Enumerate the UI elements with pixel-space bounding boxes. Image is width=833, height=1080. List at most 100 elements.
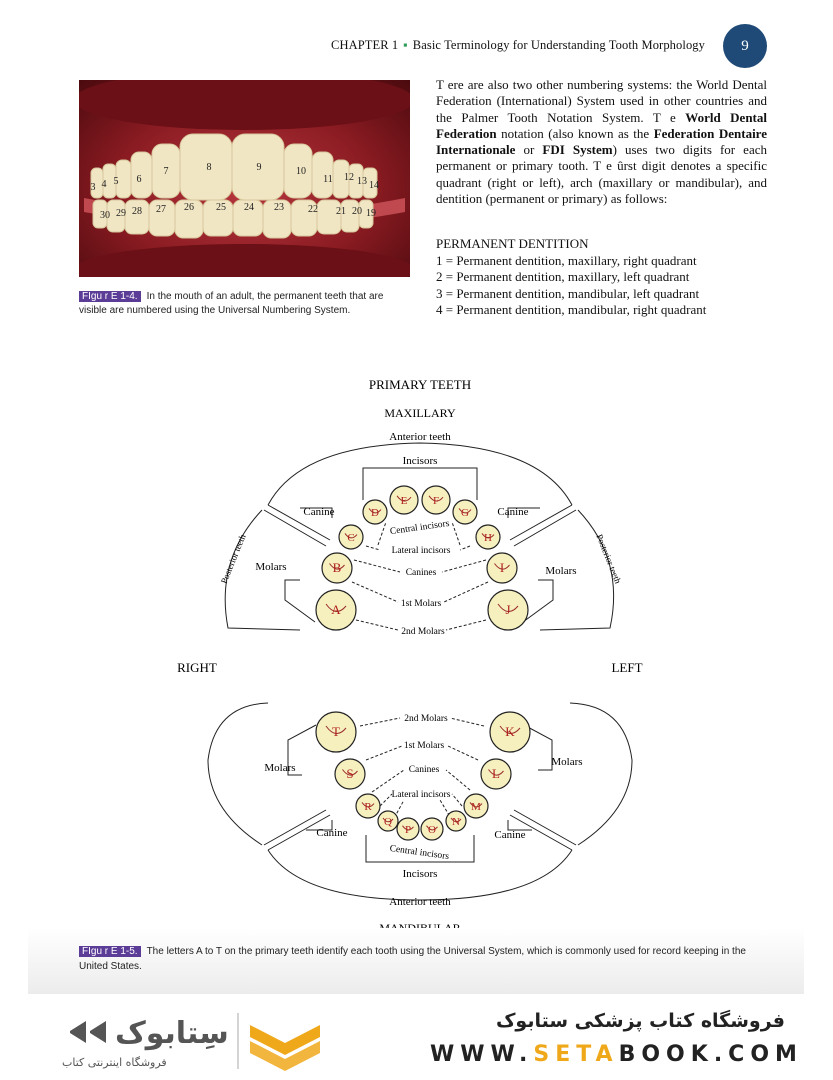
paragraph-part: ) uses two digits for each permanent or … bbox=[436, 142, 767, 207]
tooth-l: L bbox=[480, 758, 512, 790]
incisors-label-bottom: Incisors bbox=[403, 868, 438, 880]
anterior-teeth-label-top: Anterior teeth bbox=[389, 431, 451, 443]
tooth-number-lower: 19 bbox=[366, 208, 376, 219]
chapter-label: CHAPTER 1 bbox=[331, 38, 399, 52]
second-molars-label-top: 2nd Molars bbox=[401, 627, 445, 637]
tooth-number-lower: 20 bbox=[352, 206, 362, 217]
fdi-paragraph: T ere are also two other numbering syste… bbox=[436, 77, 767, 207]
tooth-number-lower: 29 bbox=[116, 208, 126, 219]
tooth-j: J bbox=[487, 589, 529, 631]
tooth-letter: L bbox=[492, 766, 500, 781]
tooth-c: C bbox=[338, 524, 364, 550]
molars-label-bottom-left: Molars bbox=[551, 756, 582, 768]
list-item: 2 = Permanent dentition, maxillary, left… bbox=[436, 269, 690, 284]
central-incisors-label-top: Central incisors bbox=[389, 519, 450, 537]
tooth-t: T bbox=[315, 711, 357, 753]
figure-1-4-caption: FIgu r E 1-4.In the mouth of an adult, t… bbox=[79, 290, 409, 318]
tooth-number-lower: 25 bbox=[216, 202, 226, 213]
tooth-o: O bbox=[420, 817, 444, 841]
primary-teeth-svg: PRIMARY TEETH MAXILLARY RIGHT LEFT MANDI… bbox=[177, 377, 642, 935]
tooth-number-upper: 14 bbox=[369, 180, 379, 191]
lateral-incisors-label-top: Lateral incisors bbox=[392, 546, 451, 556]
posterior-teeth-label-top-right: Posterior teeth bbox=[219, 532, 248, 585]
second-molars-label-bottom: 2nd Molars bbox=[404, 714, 448, 724]
tooth-number-upper: 11 bbox=[323, 174, 333, 185]
primary-teeth-diagram: PRIMARY TEETH MAXILLARY RIGHT LEFT MANDI… bbox=[0, 360, 833, 940]
tooth-number-upper: 3 bbox=[91, 182, 96, 193]
molars-label-bottom-right: Molars bbox=[264, 762, 295, 774]
tooth-number-upper: 7 bbox=[164, 166, 169, 177]
tooth-m: M bbox=[463, 793, 489, 819]
paragraph-part: T ere are also two other numbering syste… bbox=[436, 77, 767, 125]
lateral-incisors-label-bottom: Lateral incisors bbox=[392, 790, 451, 800]
term-federation-dentaire: Federation Dentaire Internationale bbox=[436, 125, 767, 158]
figure-1-5-label: FIgu r E 1-5. bbox=[79, 946, 141, 957]
figure-1-5-caption: FIgu r E 1-5.The letters A to T on the p… bbox=[79, 944, 759, 974]
tooth-letter: N bbox=[452, 816, 460, 828]
list-item: 4 = Permanent dentition, mandibular, rig… bbox=[436, 302, 707, 317]
tooth-a: A bbox=[315, 589, 357, 631]
store-banner: سِتابوک فروشگاه اینترنتی کتاب bbox=[0, 995, 833, 1080]
tooth-p: P bbox=[396, 817, 420, 841]
tooth-number-upper: 10 bbox=[296, 166, 306, 177]
tooth-number-upper: 9 bbox=[257, 162, 262, 173]
tooth-letter: F bbox=[433, 495, 439, 507]
left-label: LEFT bbox=[611, 660, 642, 675]
paragraph-part: or bbox=[515, 142, 543, 158]
tooth-number-upper: 5 bbox=[114, 176, 119, 187]
incisors-label-top: Incisors bbox=[403, 455, 438, 467]
posterior-teeth-label-top-left: Posterior teeth bbox=[594, 533, 623, 586]
page-header: CHAPTER 1▪Basic Terminology for Understa… bbox=[0, 24, 833, 76]
permanent-dentition-list: PERMANENT DENTITION 1 = Permanent dentit… bbox=[436, 236, 776, 319]
tooth-letter: M bbox=[471, 801, 481, 813]
paragraph-part: notation (also known as the bbox=[496, 125, 654, 141]
url-part: WWW. bbox=[430, 1042, 534, 1067]
figure-1-5-text: The letters A to T on the primary teeth … bbox=[79, 946, 746, 972]
tooth-letter: Q bbox=[384, 816, 392, 828]
chapter-title: Basic Terminology for Understanding Toot… bbox=[412, 38, 705, 52]
tooth-f: F bbox=[421, 485, 451, 515]
logo-tagline: فروشگاه اینترنتی کتاب bbox=[62, 1056, 167, 1069]
canine-label-top-left: Canine bbox=[497, 506, 528, 518]
url-part: BOOK bbox=[618, 1042, 714, 1067]
tooth-number-lower: 21 bbox=[336, 206, 346, 217]
tooth-letter: I bbox=[500, 560, 504, 575]
tooth-letter: K bbox=[505, 724, 515, 739]
url-part: .COM bbox=[713, 1042, 803, 1067]
list-item: 1 = Permanent dentition, maxillary, righ… bbox=[436, 252, 697, 268]
tooth-number-upper: 4 bbox=[102, 179, 107, 190]
tooth-number-lower: 30 bbox=[100, 210, 110, 221]
canine-label-bottom-right: Canine bbox=[316, 827, 347, 839]
tooth-g: G bbox=[452, 499, 478, 525]
tooth-number-upper: 13 bbox=[357, 176, 367, 187]
anterior-teeth-label-bottom: Anterior teeth bbox=[389, 896, 451, 908]
tooth-letter: D bbox=[371, 507, 379, 519]
list-item: 3 = Permanent dentition, mandibular, lef… bbox=[436, 285, 700, 301]
canine-label-bottom-left: Canine bbox=[494, 829, 525, 841]
canine-label-top-right: Canine bbox=[303, 506, 334, 518]
tooth-letter: A bbox=[331, 602, 341, 617]
tooth-number-lower: 22 bbox=[308, 204, 318, 215]
tooth-e: E bbox=[389, 485, 419, 515]
term-world-dental-federation: World Dental Federation bbox=[436, 109, 767, 141]
url-highlight: SETA bbox=[533, 1042, 619, 1067]
tooth-d: D bbox=[362, 499, 388, 525]
right-label: RIGHT bbox=[177, 660, 217, 675]
tooth-b: B bbox=[321, 552, 353, 584]
first-molars-label-top: 1st Molars bbox=[401, 599, 442, 609]
maxillary-label: MAXILLARY bbox=[384, 406, 456, 420]
tooth-letter: P bbox=[405, 824, 411, 836]
tooth-letter: G bbox=[461, 507, 469, 519]
tooth-number-lower: 24 bbox=[244, 202, 254, 213]
store-url: WWW.SETABOOK.COM bbox=[430, 1042, 803, 1067]
tooth-letter: R bbox=[364, 801, 372, 813]
central-incisors-label-bottom: Central incisors bbox=[389, 844, 450, 862]
tooth-h: H bbox=[475, 524, 501, 550]
tooth-letter: H bbox=[484, 532, 492, 544]
tooth-number-lower: 23 bbox=[274, 202, 284, 213]
permanent-dentition-heading: PERMANENT DENTITION bbox=[436, 236, 589, 251]
tooth-letter: C bbox=[347, 532, 354, 544]
tooth-letter: S bbox=[346, 766, 353, 781]
